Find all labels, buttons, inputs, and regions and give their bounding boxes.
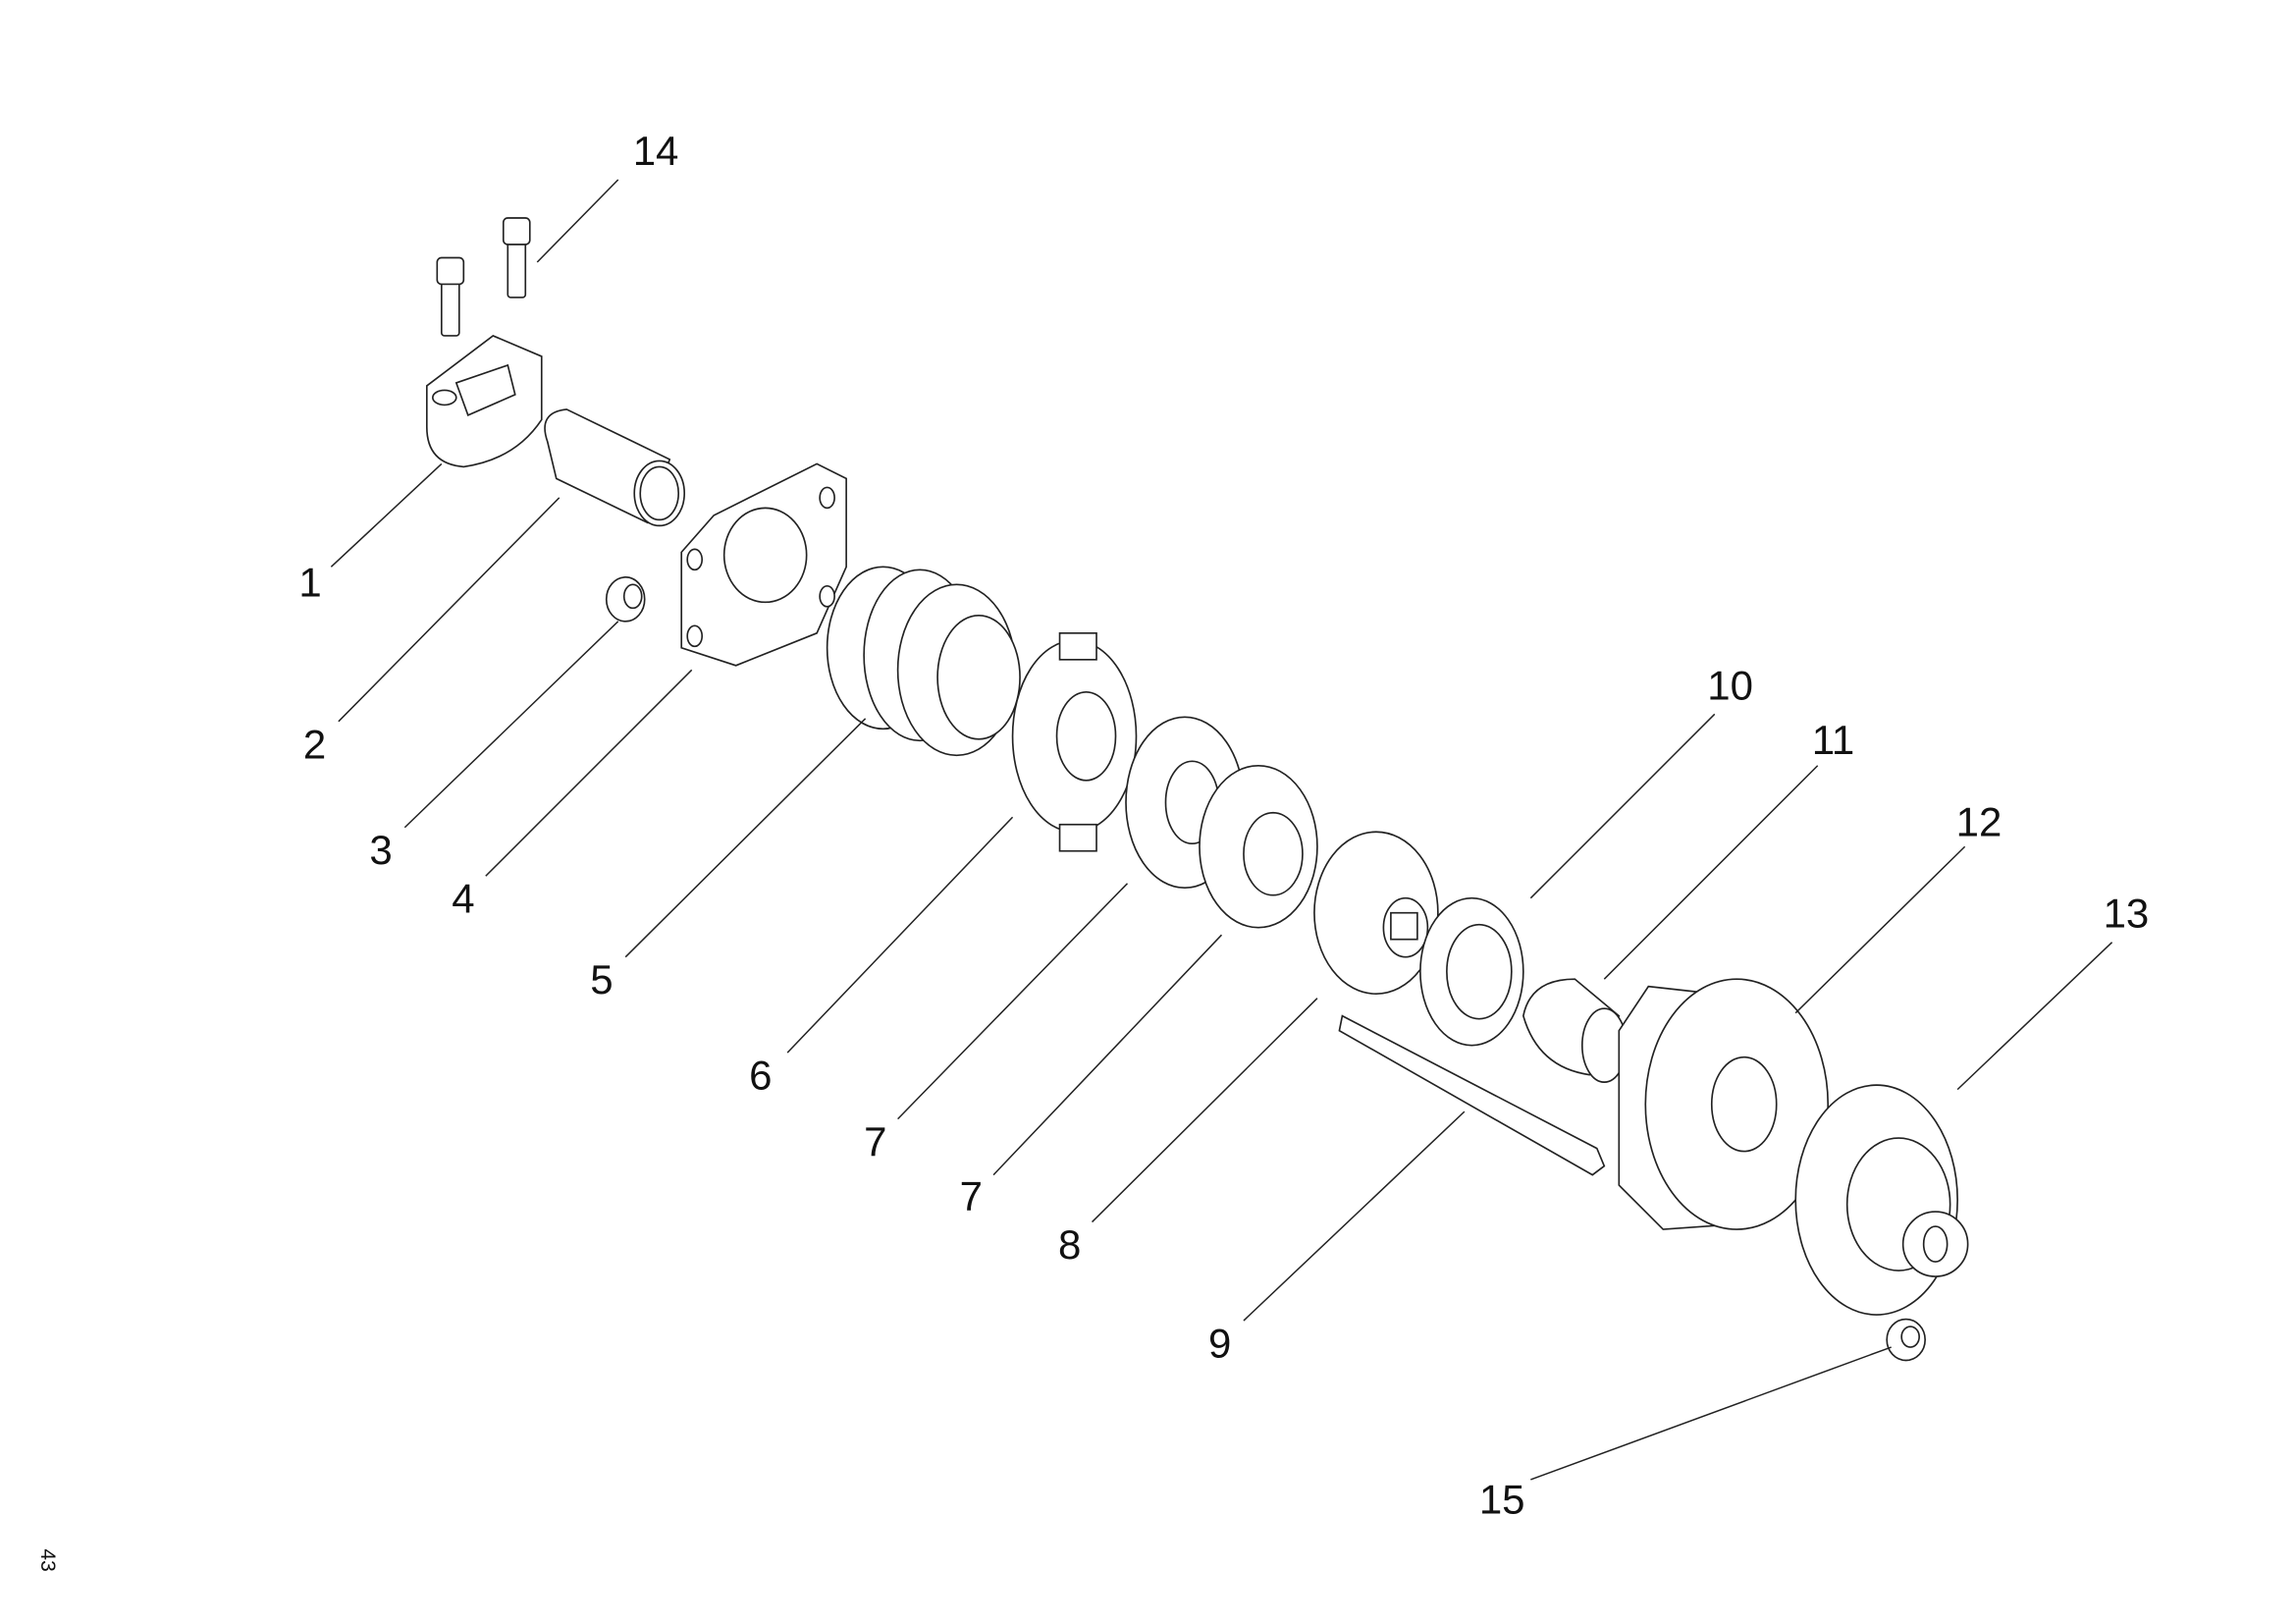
clamp-collar bbox=[425, 335, 543, 468]
callout-15: 15 bbox=[1479, 1476, 1525, 1522]
lock-nut-3 bbox=[605, 576, 646, 623]
callout-7a: 7 bbox=[864, 1118, 886, 1164]
page-number: 43 bbox=[36, 1548, 59, 1571]
callout-11: 11 bbox=[1812, 717, 1855, 763]
pressure-plate bbox=[1011, 632, 1138, 852]
callout-4: 4 bbox=[452, 876, 474, 922]
sleeve bbox=[544, 408, 686, 527]
callout-3: 3 bbox=[369, 827, 392, 873]
cap-screws bbox=[436, 217, 531, 337]
leader-line-14 bbox=[536, 179, 619, 263]
leader-line-4 bbox=[485, 669, 693, 877]
callout-10: 10 bbox=[1707, 662, 1753, 708]
callout-9: 9 bbox=[1208, 1321, 1231, 1367]
bushing bbox=[1522, 978, 1628, 1083]
spring bbox=[826, 566, 1021, 757]
leader-line-12 bbox=[1794, 845, 1966, 1014]
leader-line-7b bbox=[992, 934, 1223, 1176]
leader-line-15 bbox=[1530, 1346, 1892, 1481]
leader-line-1 bbox=[330, 462, 443, 568]
drive-housing bbox=[1618, 978, 1830, 1230]
leader-line-10 bbox=[1529, 713, 1716, 899]
friction-disc-b bbox=[1199, 764, 1318, 929]
callout-2: 2 bbox=[303, 721, 326, 767]
callout-8: 8 bbox=[1058, 1221, 1081, 1268]
callout-5: 5 bbox=[590, 956, 613, 1002]
flange-plate bbox=[680, 462, 847, 667]
hub bbox=[1313, 831, 1439, 995]
leader-line-6 bbox=[786, 816, 1014, 1054]
leader-line-13 bbox=[1956, 942, 2113, 1091]
callout-7b: 7 bbox=[960, 1173, 983, 1219]
leader-line-9 bbox=[1243, 1110, 1466, 1322]
thrust-washer bbox=[1419, 896, 1524, 1047]
leader-line-11 bbox=[1603, 765, 1819, 980]
leader-line-8 bbox=[1091, 998, 1318, 1223]
lock-nut-15 bbox=[1886, 1318, 1926, 1362]
leader-line-2 bbox=[338, 497, 561, 723]
sprocket-flange bbox=[1794, 1084, 1969, 1316]
callout-13: 13 bbox=[2104, 891, 2150, 937]
leader-line-3 bbox=[403, 621, 619, 829]
callout-14: 14 bbox=[633, 128, 679, 174]
callout-1: 1 bbox=[298, 559, 321, 605]
callout-6: 6 bbox=[749, 1053, 772, 1099]
callout-12: 12 bbox=[1956, 799, 2002, 845]
leader-line-5 bbox=[624, 718, 867, 958]
leader-line-7a bbox=[897, 883, 1129, 1120]
pin bbox=[1338, 1014, 1606, 1176]
